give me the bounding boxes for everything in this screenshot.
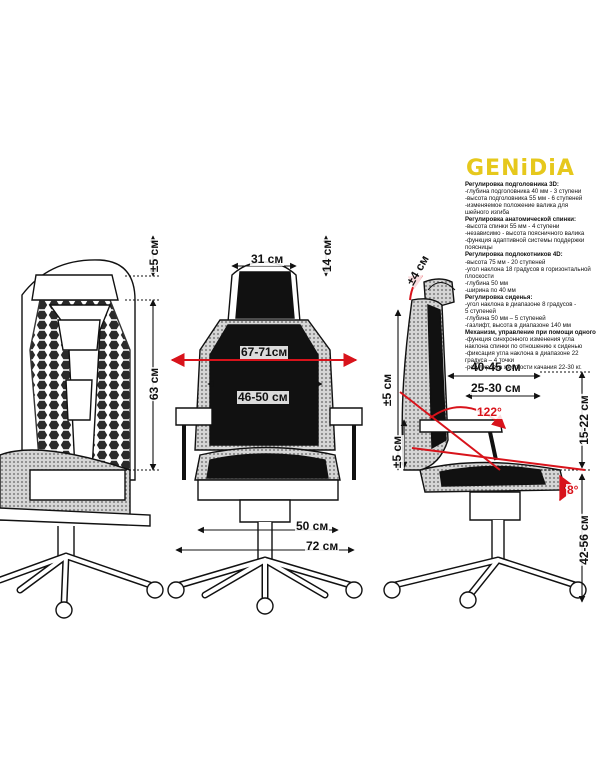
spec-line: -высота подголовника 55 мм - 6 ступеней bbox=[465, 195, 583, 203]
spec-heading: Регулировка подлокотников 4D: bbox=[465, 251, 563, 259]
dimension-label-armrest-height: 15-22 см bbox=[577, 394, 591, 446]
dimension-label-seat-height: 42-56 см bbox=[577, 514, 591, 566]
spec-line: -глубина 50 мм – 5 ступеней bbox=[465, 314, 546, 322]
spec-heading: Механизм, управление при помощи одного р… bbox=[465, 328, 598, 336]
spec-line: -фиксация угла наклона в диапазоне 22 bbox=[465, 350, 579, 358]
dimension-label-lumbar-adj: ±5 см bbox=[380, 372, 394, 408]
spec-line: -угол наклона в диапазоне 8 градусов - bbox=[465, 300, 577, 308]
spec-line: -изменяемое положение валика для bbox=[465, 202, 569, 210]
spec-line: -ширина по 40 мм bbox=[465, 286, 516, 294]
spec-line: наклона спинки по отношению к сиденью bbox=[465, 343, 583, 351]
spec-line: -высота 75 мм - 20 ступеней bbox=[465, 258, 546, 266]
spec-line: -функция синхронного изменения угла bbox=[465, 336, 575, 344]
spec-line: градуса – 4 точки bbox=[465, 357, 515, 365]
dimension-label-back-width: 46-50 см bbox=[237, 390, 289, 404]
dimension-label-headrest-height: 14 см bbox=[320, 238, 334, 274]
spec-line: -независимо - высота поясничного валика bbox=[465, 230, 585, 238]
dimension-label-back-height: 63 см bbox=[147, 366, 161, 402]
dimension-label-armrest-depth: 25-30 см bbox=[470, 381, 522, 395]
dimension-label-seat-tilt: 8° bbox=[566, 483, 580, 497]
spec-heading: Регулировка сиденья: bbox=[465, 293, 533, 301]
spec-heading: Регулировка анатомической спинки: bbox=[465, 216, 577, 224]
dimension-label-headrest-width: 31 см bbox=[250, 252, 285, 266]
spec-line: -глубина 50 мм bbox=[465, 279, 508, 287]
spec-line: -функция адаптивной системы поддержки bbox=[465, 237, 585, 245]
dimension-label-base-width: 72 см bbox=[305, 539, 340, 553]
spec-heading: Регулировка подголовника 3D: bbox=[465, 181, 559, 188]
spec-line: -газлифт, высота в диапазоне 140 мм bbox=[465, 321, 571, 329]
spec-line: поясницы bbox=[465, 244, 493, 252]
dimension-label-armrest-span: 67-71см bbox=[240, 345, 289, 359]
dimension-label-seat-depth-total: 40-45 см bbox=[470, 360, 522, 374]
spec-list: Регулировка подголовника 3D:-глубина под… bbox=[465, 181, 598, 371]
spec-line: -высота спинки 55 мм - 4 ступени bbox=[465, 223, 560, 231]
front-view-chair bbox=[167, 261, 363, 615]
brand-logo: GENiDiA bbox=[466, 156, 575, 181]
dimension-label-seat-width: 50 см bbox=[295, 519, 330, 533]
dimension-label-headrest-height-adj: ±5 см bbox=[147, 238, 161, 274]
headrest-pivot-arc bbox=[427, 282, 456, 291]
spec-line: плоскости bbox=[465, 272, 494, 280]
spec-line: -угол наклона 18 градусов в горизонтальн… bbox=[465, 265, 591, 273]
dimension-label-recline-angle: 122° bbox=[476, 405, 503, 419]
dimension-label-armrest-height-adj: ±5 см bbox=[390, 434, 404, 470]
spec-line: -регулировка жесткости качания 22-30 кг. bbox=[465, 364, 582, 372]
spec-line: 5 ступеней bbox=[465, 307, 496, 315]
spec-line: -глубина подголовника 40 мм - 3 ступени bbox=[465, 188, 582, 196]
back-view-chair bbox=[0, 259, 164, 619]
spec-line: шейного изгиба bbox=[465, 209, 510, 217]
